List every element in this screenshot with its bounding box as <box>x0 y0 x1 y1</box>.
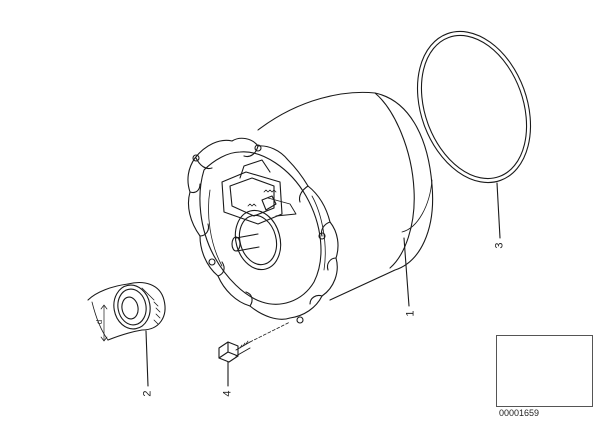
callout-part-3: 3 <box>493 242 506 249</box>
o-ring-seal <box>416 30 532 184</box>
leader-line-2 <box>145 330 149 387</box>
leader-line-4b <box>249 321 291 343</box>
vehicle-location-thumbnail <box>496 335 593 407</box>
leader-line-3 <box>496 182 501 239</box>
hex-bolt <box>218 340 251 363</box>
dimension-label: d <box>95 319 105 325</box>
belt-pulley <box>87 282 166 342</box>
callout-part-2: 2 <box>141 390 154 397</box>
image-code: 00001659 <box>499 408 540 418</box>
callout-part-1: 1 <box>404 310 417 317</box>
leader-line-1 <box>403 237 410 307</box>
callout-part-4: 4 <box>221 390 234 397</box>
alternator-housing <box>187 91 434 324</box>
